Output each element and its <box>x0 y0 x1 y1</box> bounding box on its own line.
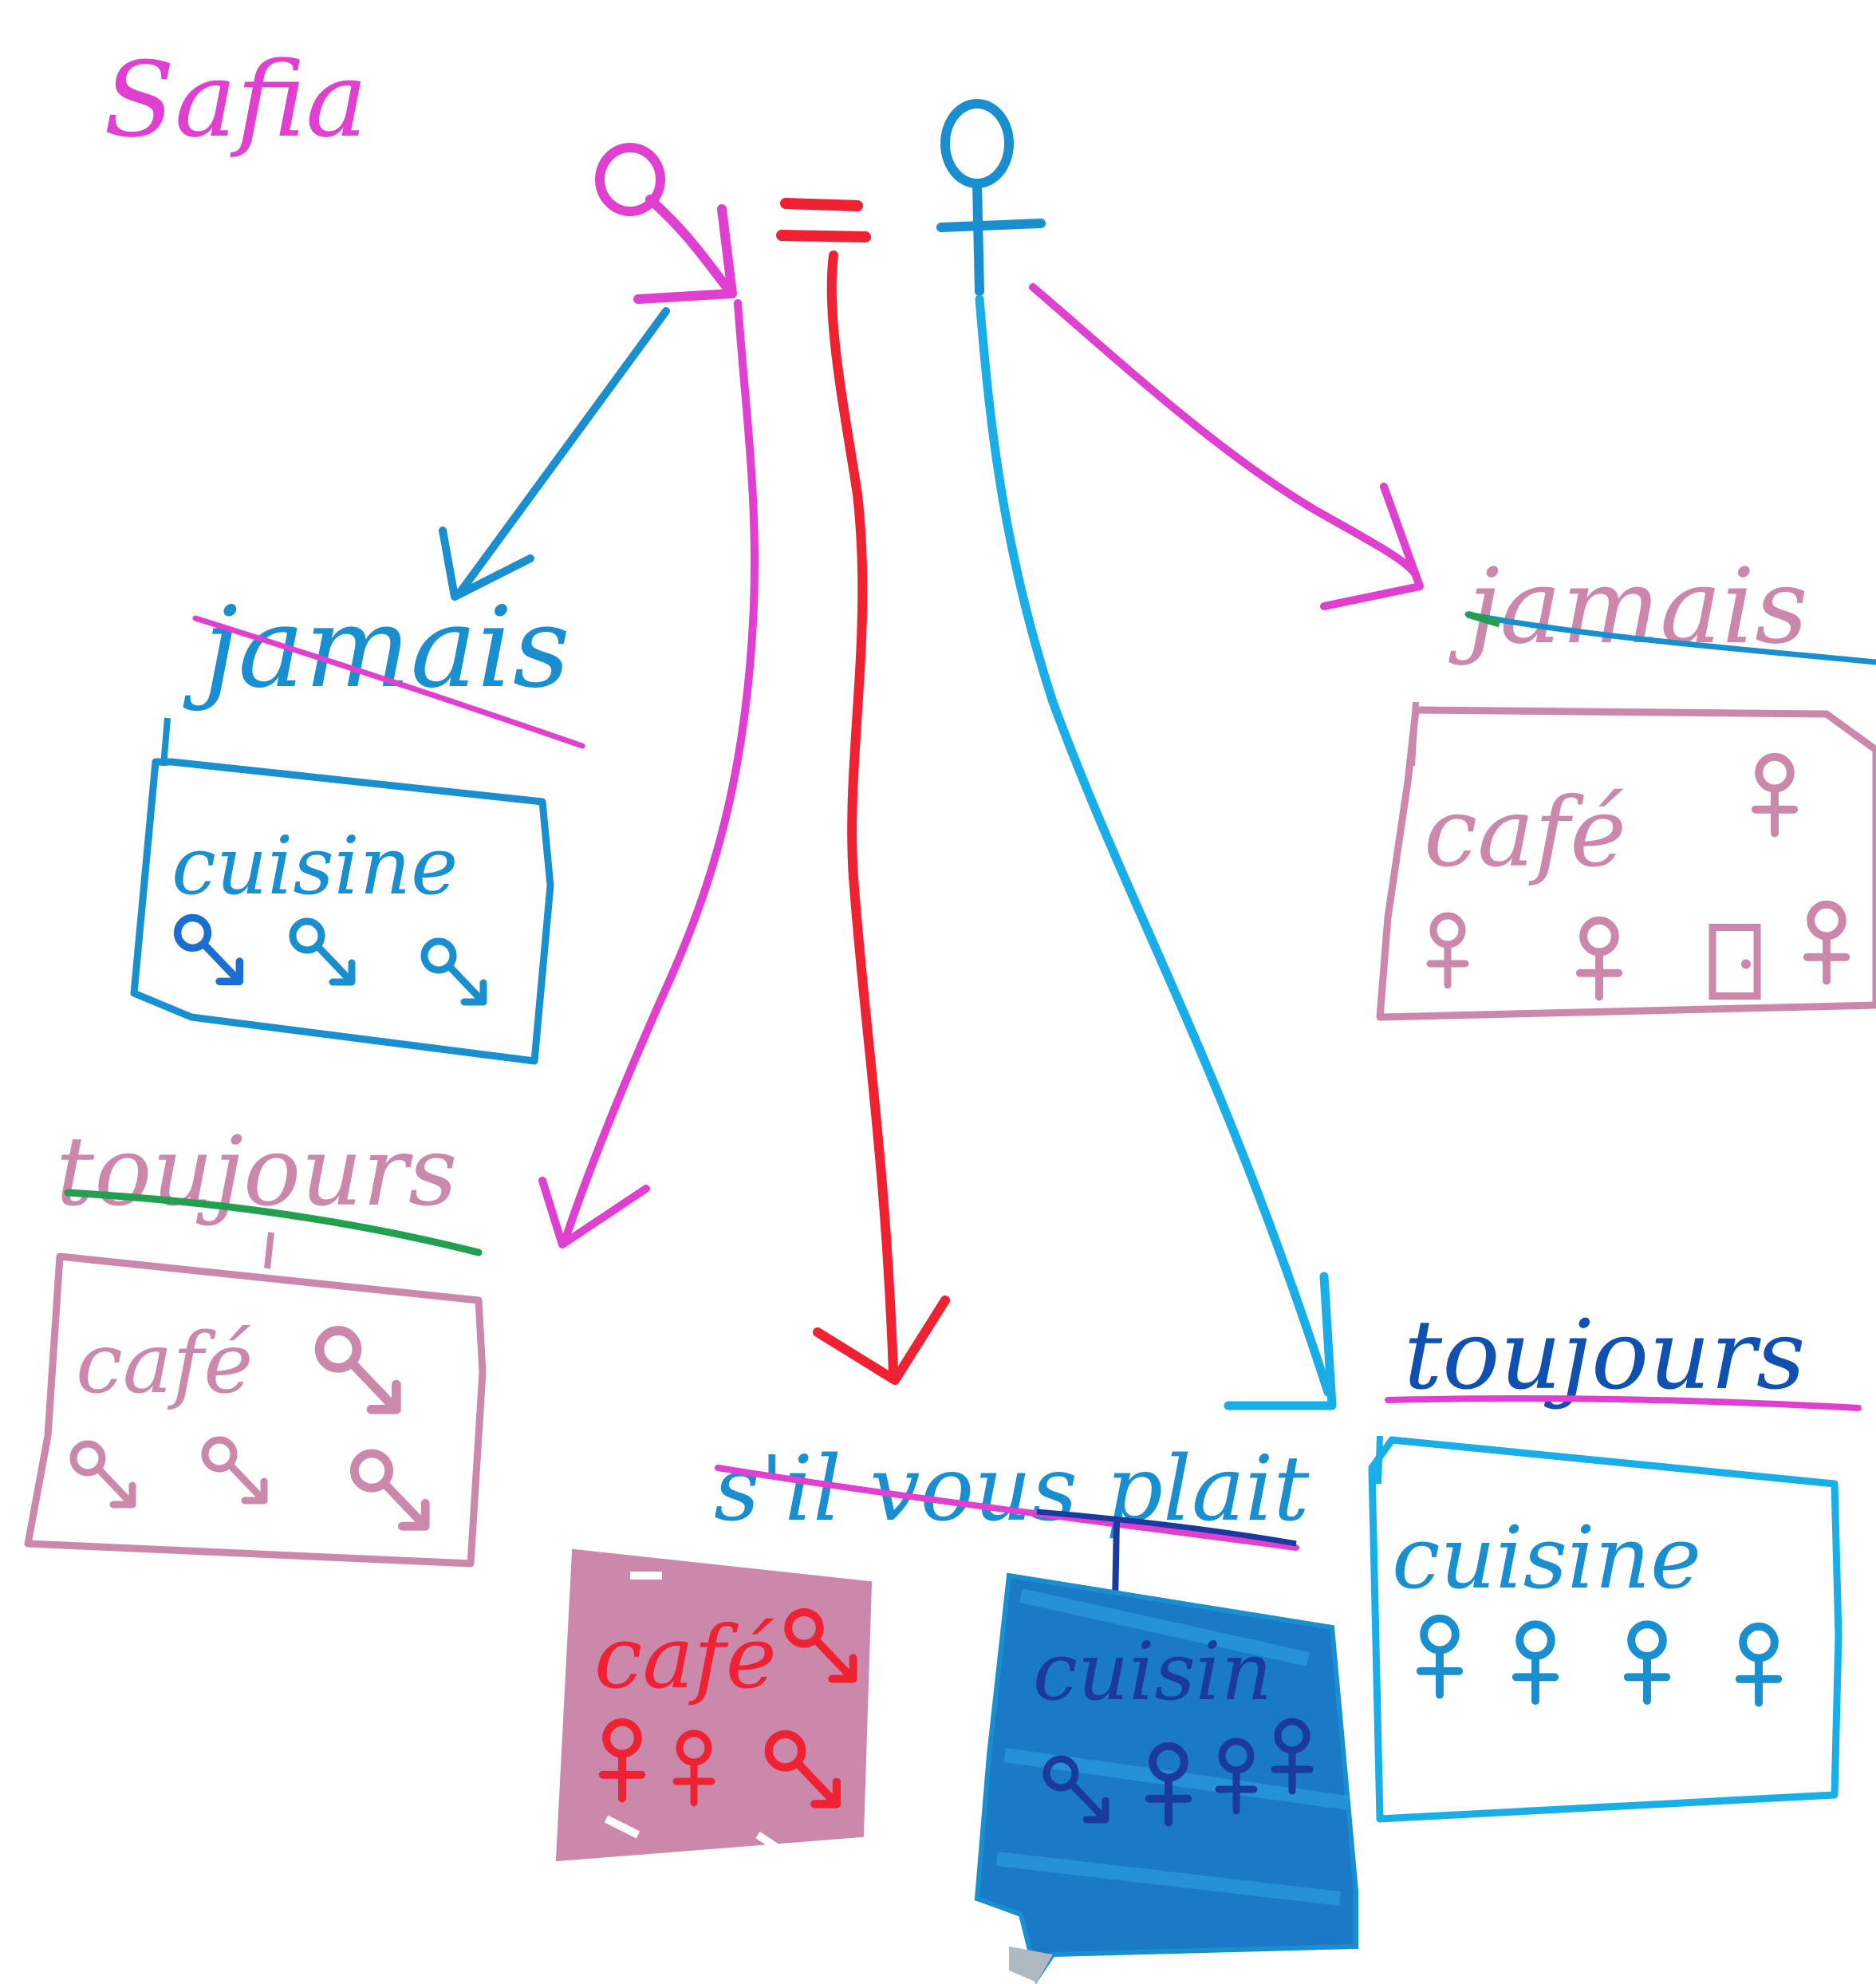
right-toujours-box <box>1368 1436 1843 1823</box>
left-jamais-place: cuisine <box>171 819 458 913</box>
male-symbol-icon <box>178 918 240 982</box>
left-toujours-underline <box>64 1189 483 1256</box>
female-symbol-icon <box>1580 921 1618 997</box>
male-symbol-icon <box>320 1331 396 1410</box>
male-symbol-icon <box>293 921 352 982</box>
right-toujours-place: cuisine <box>1392 1509 1701 1608</box>
female-symbol-icon <box>1430 916 1465 985</box>
female-symbol-icon <box>1756 757 1794 834</box>
door-icon <box>1712 928 1757 996</box>
right-toujours-word: toujours <box>1404 1300 1805 1411</box>
arrow-female-to-right-jamais <box>1029 283 1424 610</box>
female-symbol-icon <box>1807 905 1846 981</box>
center-cuisin-place: cuisin <box>1033 1625 1272 1718</box>
equals-sign-icon <box>776 198 871 243</box>
female-symbol-icon <box>1421 1619 1459 1695</box>
female-symbol-icon <box>1628 1624 1666 1701</box>
right-jamais-box <box>1376 706 1876 1021</box>
male-symbol-icon <box>73 1444 132 1505</box>
center-sil-underline <box>715 1465 1299 1551</box>
left-toujours-box <box>24 1252 487 1568</box>
arrow-male-to-left-jamais <box>439 307 670 601</box>
right-jamais-place: café <box>1424 778 1626 889</box>
male-symbol-icon <box>354 1453 425 1526</box>
right-jamais-underline <box>1464 611 1876 665</box>
female-symbol-icon <box>1516 1624 1555 1701</box>
right-toujours-group: toujours cuisine <box>1368 1300 1862 1823</box>
center-cafe-place: café <box>594 1608 777 1708</box>
right-jamais-word: jamais <box>1448 546 1808 667</box>
center-sil-word: s'il vous plait <box>714 1438 1310 1541</box>
left-jamais-word: jamais <box>183 583 570 713</box>
female-symbol-icon <box>1740 1627 1778 1703</box>
left-jamais-group: jamais cuisine <box>130 583 585 1065</box>
arrow-male-to-left-toujours <box>538 299 759 1248</box>
center-sil-group: s'il vous plait café cuisin <box>555 1438 1358 1984</box>
male-symbol-icon <box>424 941 483 1002</box>
arrow-female-to-right-toujours <box>975 294 1337 1410</box>
left-jamais-underline <box>192 615 585 749</box>
right-jamais-group: jamais café <box>1376 546 1876 1021</box>
right-toujours-underline <box>1385 1395 1862 1411</box>
left-toujours-group: toujours café <box>24 1117 487 1568</box>
top-female-symbol-icon <box>936 99 1046 296</box>
top-male-symbol-icon <box>595 143 737 304</box>
left-jamais-box <box>130 758 554 1065</box>
left-toujours-place: café <box>76 1315 253 1412</box>
arrow-equals-to-center <box>813 250 950 1385</box>
male-symbol-icon <box>205 1440 264 1501</box>
author-signature: Safia <box>104 39 368 160</box>
